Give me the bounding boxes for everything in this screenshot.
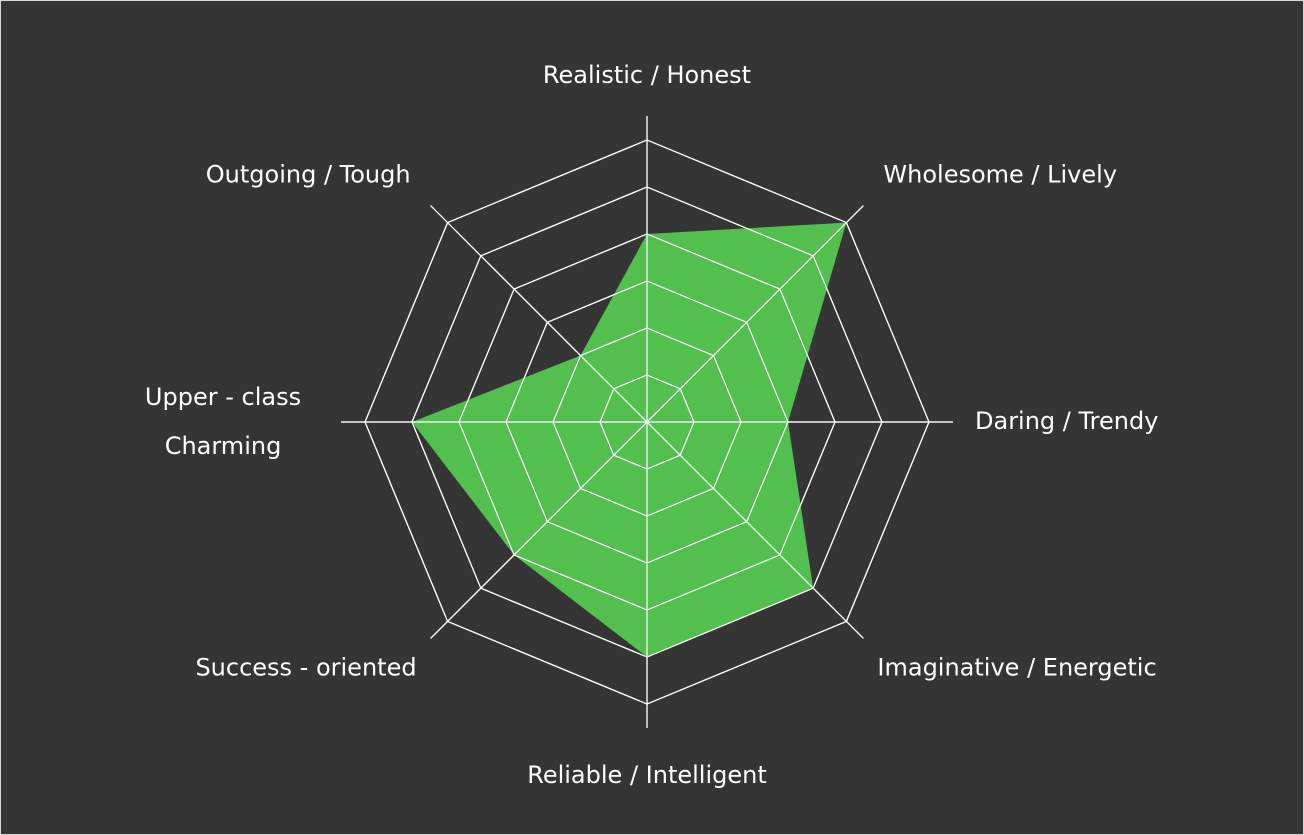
axis-label-4: Imaginative / Energetic bbox=[877, 653, 1156, 681]
axis-label-line-2: Charming bbox=[165, 432, 282, 460]
axis-label-2: Wholesome / Lively bbox=[883, 161, 1117, 189]
axis-label-3: Daring / Trendy bbox=[975, 407, 1158, 435]
axis-label-8: Outgoing / Tough bbox=[206, 161, 411, 189]
axis-line-4 bbox=[430, 205, 864, 639]
axis-label-1: Realistic / Honest bbox=[543, 61, 751, 89]
axis-label-5: Reliable / Intelligent bbox=[527, 761, 767, 789]
axis-label-line-1: Upper - class bbox=[145, 383, 301, 411]
axis-label-6: Success - oriented bbox=[195, 653, 416, 681]
radar-grid-overlay bbox=[341, 116, 953, 728]
